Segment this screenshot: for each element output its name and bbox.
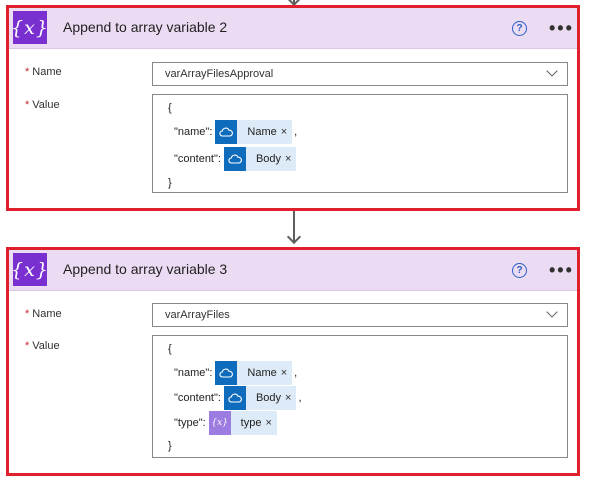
onedrive-icon: [223, 386, 246, 410]
json-line: "name": Name × ,: [174, 361, 297, 385]
help-icon[interactable]: ?: [512, 21, 527, 36]
required-mark: *: [25, 66, 30, 78]
token-remove-icon[interactable]: ×: [280, 126, 288, 138]
onedrive-icon: [215, 120, 238, 144]
json-key: "name":: [174, 126, 213, 138]
required-mark: *: [25, 308, 30, 320]
json-line: "content": Body × ,: [174, 386, 302, 410]
name-label: *Name: [25, 308, 62, 320]
open-brace: {: [168, 343, 172, 355]
value-label: *Value: [25, 340, 60, 352]
name-dropdown-value: varArrayFilesApproval: [165, 68, 274, 80]
token-label: Body: [255, 392, 282, 404]
chevron-down-icon[interactable]: [546, 65, 558, 77]
card-title[interactable]: Append to array variable 3: [63, 261, 228, 277]
json-line: "content": Body ×: [174, 147, 298, 171]
token-remove-icon[interactable]: ×: [265, 417, 272, 429]
connector-top: [293, 0, 295, 4]
required-mark: *: [25, 99, 30, 111]
name-dropdown[interactable]: varArrayFilesApproval: [152, 62, 568, 86]
json-line: "type": {x} type ×: [174, 411, 279, 435]
arrow-down-icon: [286, 229, 302, 245]
token-label: Body: [255, 153, 282, 165]
variable-icon: {x}: [11, 253, 48, 286]
token-remove-icon[interactable]: ×: [280, 367, 288, 379]
token-remove-icon[interactable]: ×: [285, 392, 292, 404]
value-editor[interactable]: { "name": Name × , "content": Body × }: [152, 94, 568, 193]
more-options-icon[interactable]: •••: [549, 260, 574, 280]
value-label-text: Value: [32, 340, 60, 352]
action-card-append-3: {x} Append to array variable 3 ? ••• *Na…: [6, 247, 580, 476]
dynamic-content-token[interactable]: Body ×: [223, 147, 297, 171]
dynamic-content-token[interactable]: Body ×: [223, 386, 297, 410]
more-options-icon[interactable]: •••: [549, 18, 574, 38]
json-comma: ,: [294, 367, 298, 379]
dynamic-content-token[interactable]: {x} type ×: [208, 411, 277, 435]
token-label: Name: [247, 126, 277, 138]
token-remove-icon[interactable]: ×: [285, 153, 292, 165]
dynamic-content-token[interactable]: Name ×: [215, 361, 293, 385]
json-key: "name":: [174, 367, 213, 379]
json-comma: ,: [294, 126, 298, 138]
dynamic-content-token[interactable]: Name ×: [215, 120, 293, 144]
json-comma: ,: [298, 392, 302, 404]
onedrive-icon: [215, 361, 238, 385]
action-card-append-2: {x} Append to array variable 2 ? ••• *Na…: [6, 5, 580, 211]
value-editor[interactable]: { "name": Name × , "content": Body × ,: [152, 335, 568, 458]
json-key: "type":: [174, 417, 206, 429]
json-line: "name": Name × ,: [174, 120, 297, 144]
name-dropdown[interactable]: varArrayFiles: [152, 303, 568, 327]
value-label: *Value: [25, 99, 60, 111]
card-title[interactable]: Append to array variable 2: [63, 19, 228, 35]
chevron-down-icon[interactable]: [546, 306, 558, 318]
token-label: Name: [247, 367, 277, 379]
json-key: "content":: [174, 392, 221, 404]
name-label: *Name: [25, 66, 62, 78]
onedrive-icon: [223, 147, 246, 171]
value-label-text: Value: [32, 99, 60, 111]
name-label-text: Name: [32, 308, 62, 320]
card-header[interactable]: {x} Append to array variable 3 ? •••: [9, 250, 577, 291]
variable-icon: {x}: [11, 11, 48, 44]
card-header[interactable]: {x} Append to array variable 2 ? •••: [9, 8, 577, 49]
required-mark: *: [25, 340, 30, 352]
open-brace: {: [168, 102, 172, 114]
name-dropdown-value: varArrayFiles: [165, 309, 230, 321]
token-label: type: [240, 417, 262, 429]
close-brace: }: [168, 177, 172, 189]
help-icon[interactable]: ?: [512, 263, 527, 278]
variable-icon: {x}: [208, 411, 231, 435]
name-label-text: Name: [32, 66, 62, 78]
json-key: "content":: [174, 153, 221, 165]
close-brace: }: [168, 440, 172, 452]
connector-middle: [293, 211, 295, 241]
